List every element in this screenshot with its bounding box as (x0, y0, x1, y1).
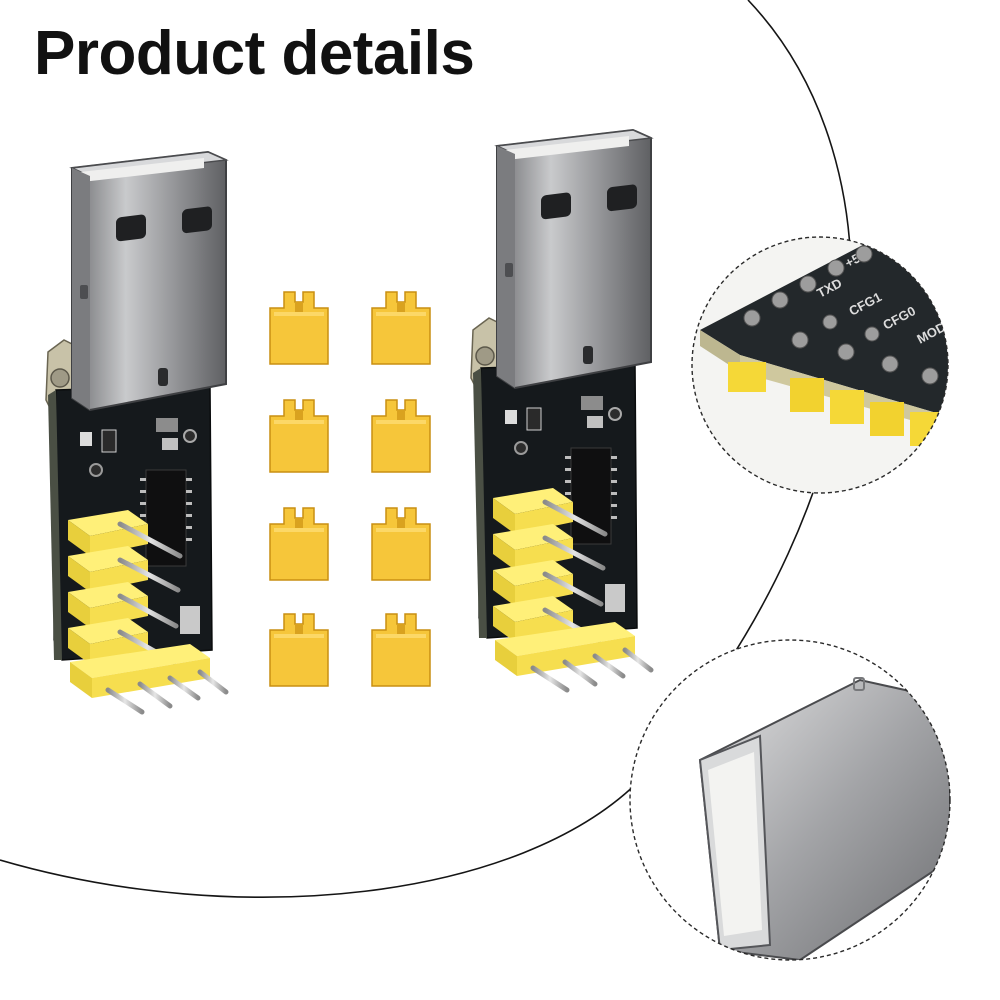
jumper-caps (269, 291, 431, 687)
detail-circle-usb-plug (629, 639, 951, 961)
page-title: Product details (34, 19, 475, 88)
detail-circle-pins: TXD +5V CFG1 CFG0 MOD (691, 236, 949, 494)
usb-module-right (471, 130, 651, 690)
usb-module-left (46, 152, 226, 712)
